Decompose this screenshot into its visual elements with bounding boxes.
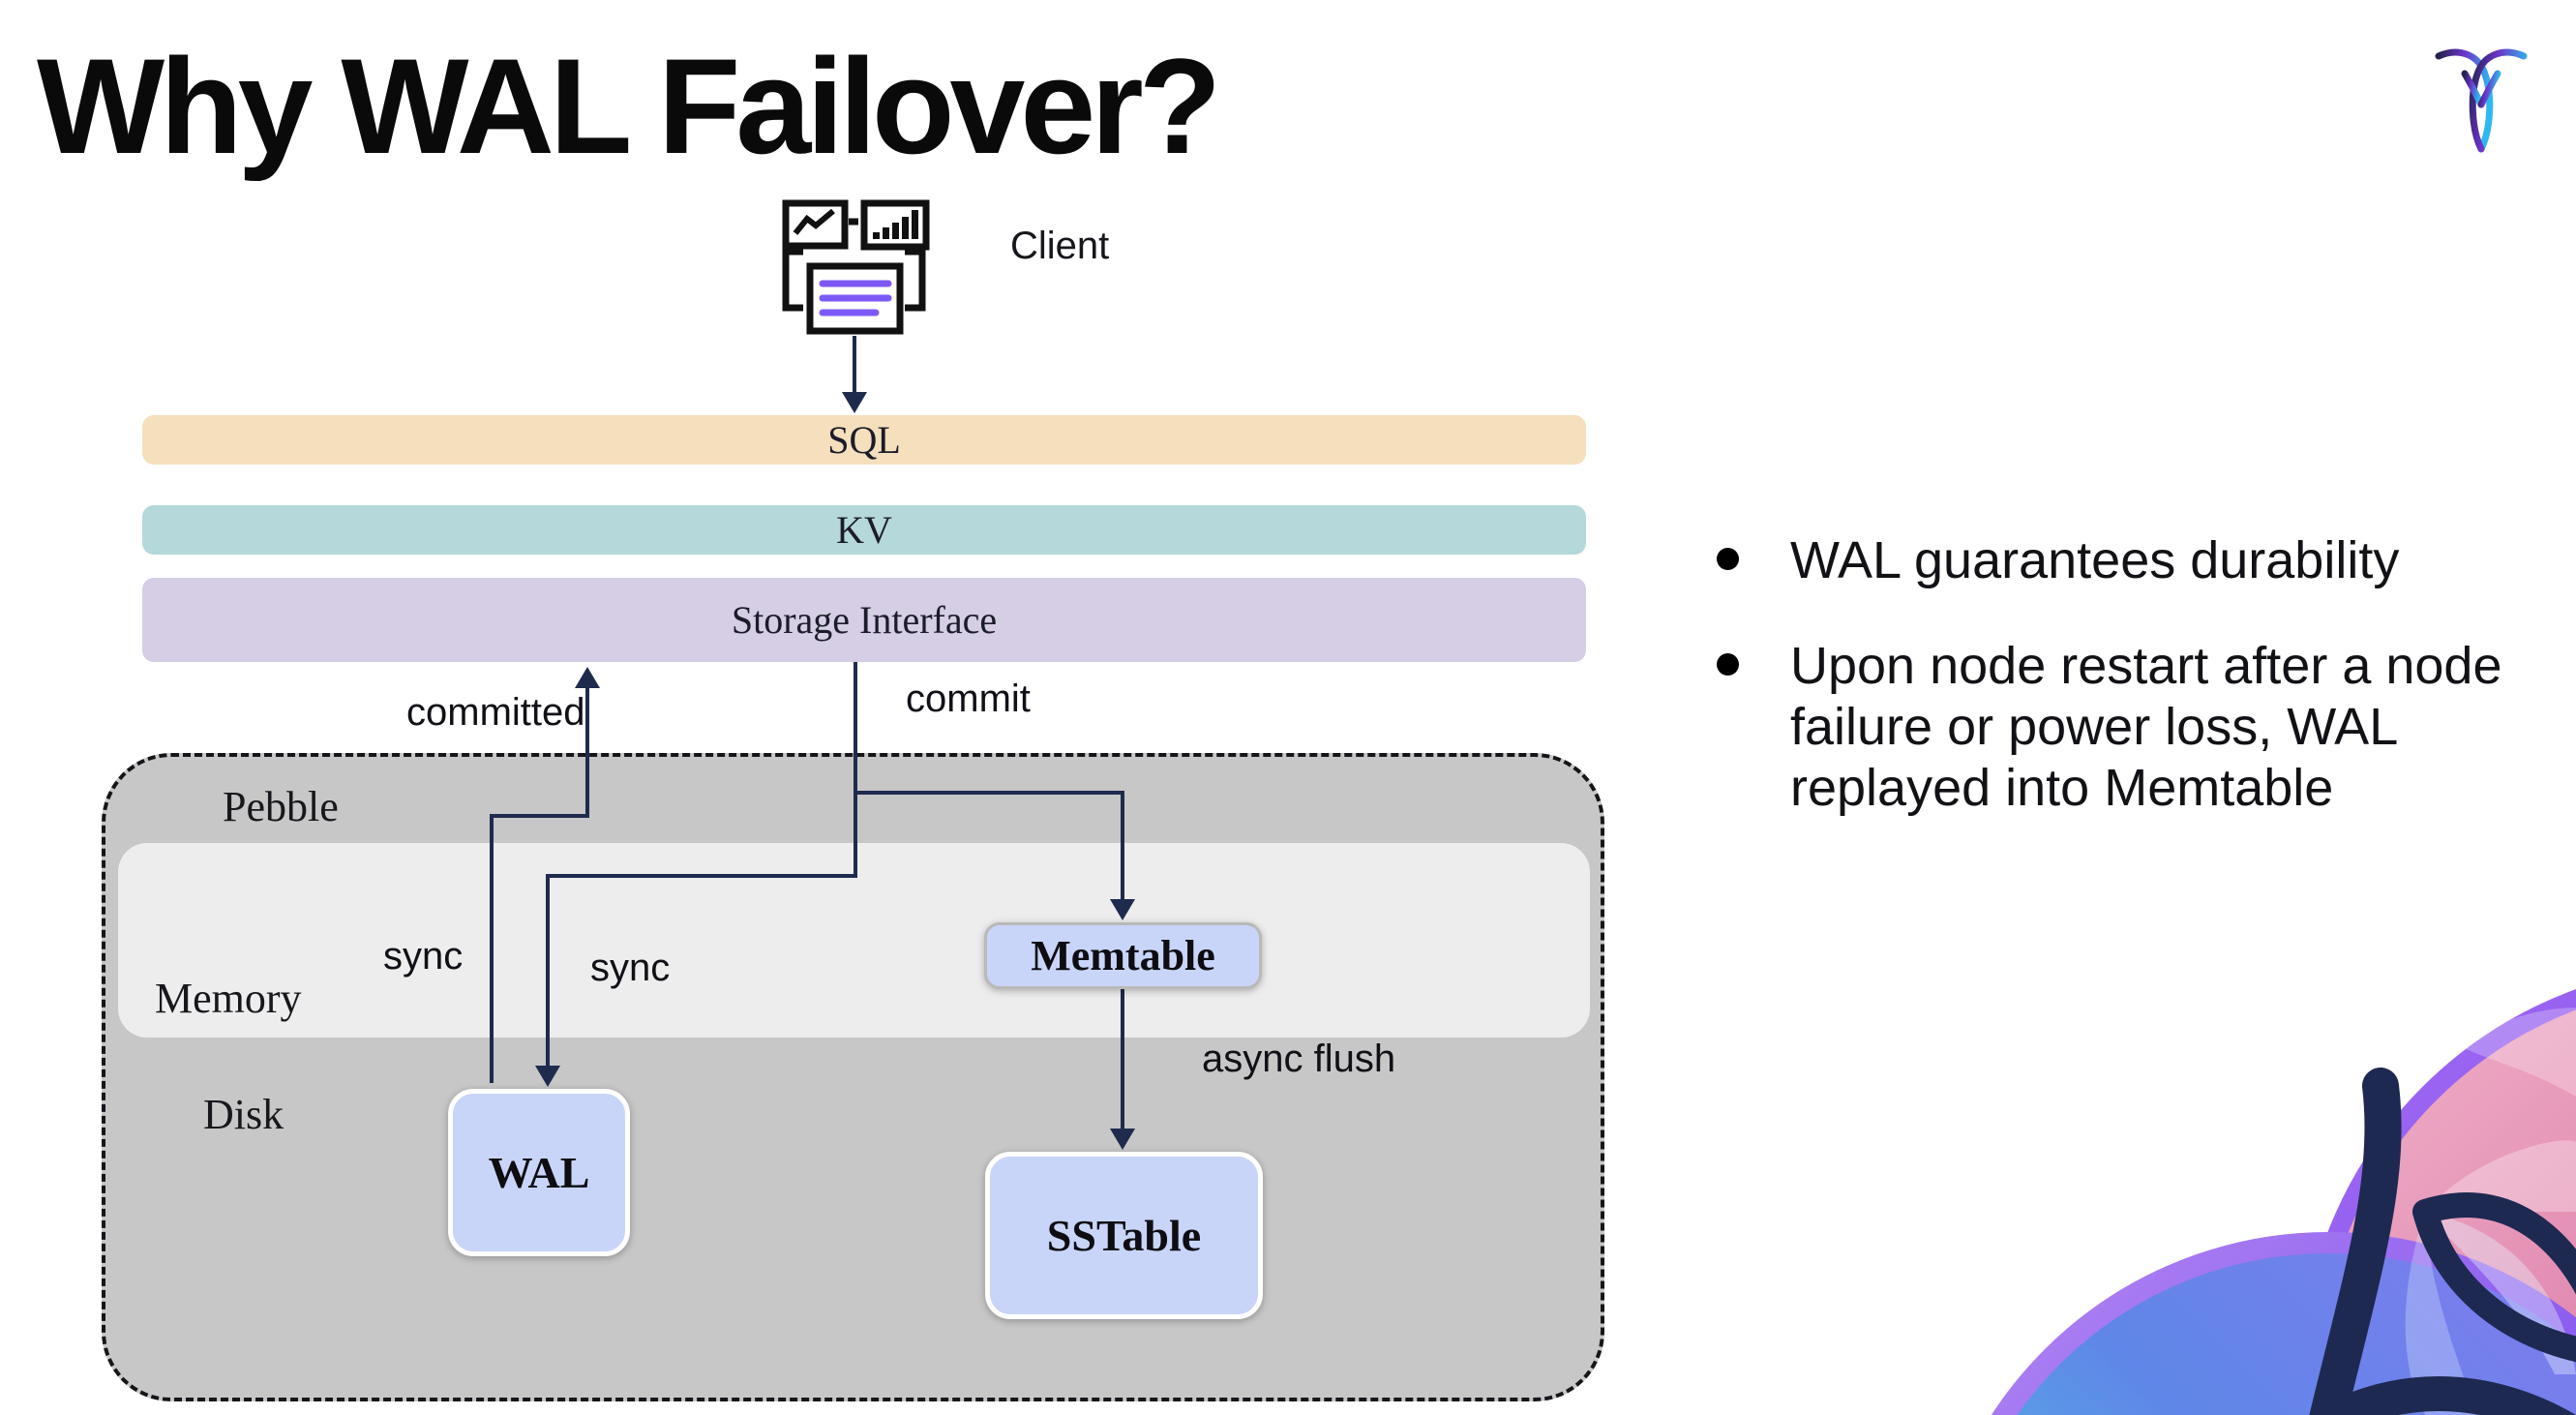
layer-bar-storage: Storage Interface — [142, 578, 1586, 662]
wal-label: WAL — [488, 1148, 590, 1197]
memory-label: Memory — [155, 975, 302, 1022]
disk-label: Disk — [203, 1091, 285, 1138]
decorative-artwork — [1992, 989, 2576, 1415]
sync-left-label: sync — [383, 935, 464, 978]
blue-sphere — [1992, 1232, 2576, 1415]
bullet-list: WAL guarantees durability Upon node rest… — [1711, 530, 2562, 863]
navy-swoosh — [2309, 1068, 2402, 1415]
bullet-text: Upon node restart after a node failure o… — [1790, 637, 2502, 817]
wal-node: WAL — [448, 1089, 630, 1256]
bullet-text: WAL guarantees durability — [1790, 531, 2400, 589]
client-label: Client — [1010, 225, 1110, 267]
async-flush-label: async flush — [1202, 1038, 1396, 1080]
sync-right-label: sync — [590, 947, 671, 989]
pebble-label: Pebble — [223, 783, 339, 830]
navy-leaf-outline — [2412, 1192, 2576, 1363]
sstable-node: SSTable — [985, 1152, 1263, 1319]
memtable-label: Memtable — [1031, 932, 1215, 979]
cockroachdb-logo-icon — [2435, 48, 2528, 153]
memtable-node: Memtable — [984, 922, 1262, 989]
kv-label: KV — [836, 508, 892, 552]
storage-interface-label: Storage Interface — [731, 598, 998, 642]
bullet-dot-icon — [1717, 653, 1739, 676]
page-title: Why WAL Failover? — [37, 30, 1221, 182]
list-item: Upon node restart after a node failure o… — [1711, 636, 2562, 819]
client-icon — [782, 199, 930, 335]
bullet-dot-icon — [1717, 548, 1739, 570]
list-item: WAL guarantees durability — [1711, 530, 2562, 591]
sql-label: SQL — [827, 418, 901, 462]
committed-label: committed — [406, 691, 585, 734]
layer-bar-sql: SQL — [142, 415, 1586, 465]
commit-label: commit — [906, 677, 1031, 720]
sstable-label: SSTable — [1046, 1211, 1202, 1260]
memory-band — [118, 843, 1590, 1038]
layer-bar-kv: KV — [142, 505, 1586, 555]
